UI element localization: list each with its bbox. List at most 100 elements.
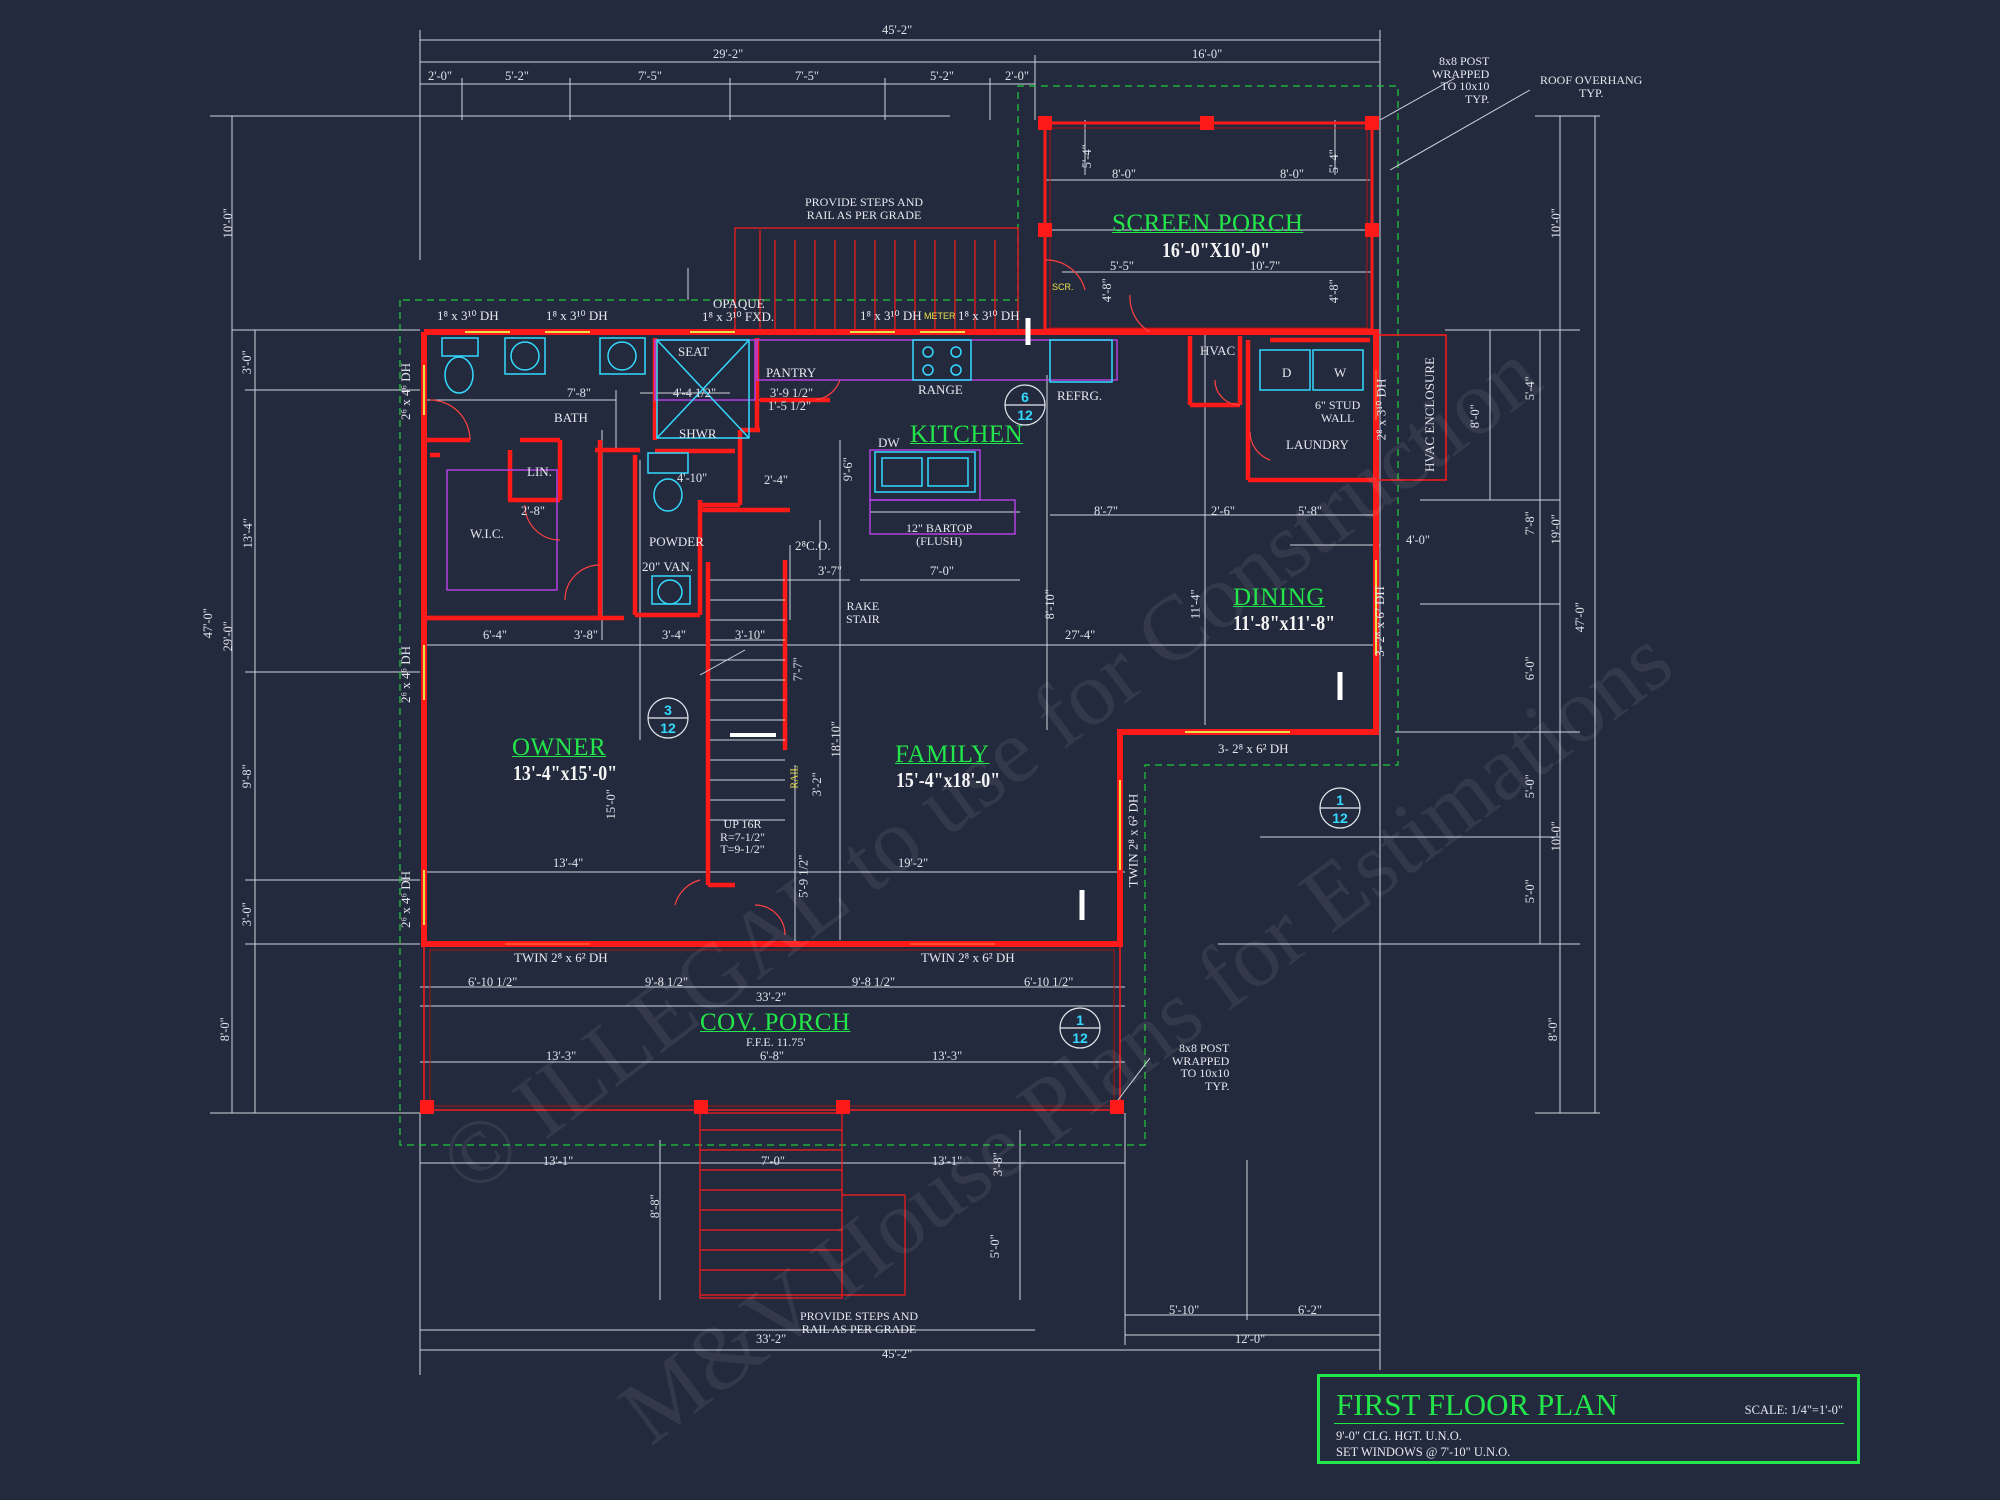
room-label-kitchen: KITCHEN <box>910 421 1024 448</box>
label-refrg: REFRG. <box>1057 388 1103 403</box>
screen-porch-posts <box>1038 116 1379 237</box>
label-lin: LIN. <box>527 464 552 479</box>
dim-int-19-2: 19'-2" <box>898 856 929 870</box>
room-label-owner: OWNER <box>512 734 607 761</box>
dim-bot-5-0: 5'-0" <box>987 1234 1002 1259</box>
section-bubbles <box>647 384 1361 1049</box>
dim-top-seg-5: 5'-2" <box>930 69 955 83</box>
room-size-owner: 13'-4"x15'-0" <box>513 761 618 785</box>
door-swings <box>429 259 1271 936</box>
stud-wall-line1: 6" STUD <box>1315 398 1361 412</box>
dim-top-seg-6: 2'-0" <box>1005 69 1030 83</box>
dim-int-8-7: 8'-7" <box>1094 504 1119 518</box>
dim-bot-3-8: 3'-8" <box>990 1152 1005 1177</box>
window-tag-three-dh: 3- 2⁸ x 6² DH <box>1218 741 1289 756</box>
dim-por-9-8-b: 9'-8 1/2" <box>852 975 896 989</box>
dim-int-3-10: 3'-10" <box>735 628 766 642</box>
dim-int-13-4: 13'-4" <box>553 856 584 870</box>
label-powder: POWDER <box>649 534 704 549</box>
label-pantry: PANTRY <box>766 365 817 380</box>
window-tag-right-dining: 3- 2⁸ x 6² DH <box>1371 586 1387 657</box>
window-tag-left-top: 2⁶ x 4⁶ DH <box>398 362 414 421</box>
dim-sp-8-0-b: 8'-0" <box>1280 167 1305 181</box>
bubble-3-bottom: 12 <box>660 720 676 736</box>
post-note-top-2: WRAPPED <box>1432 66 1490 81</box>
label-seat: SEAT <box>678 344 710 359</box>
stair-line2: R=7-1/2" <box>720 829 765 844</box>
dim-int-11-4: 11'-4" <box>1188 589 1203 620</box>
hvac-enclosure <box>1375 334 1447 481</box>
dim-right-19-0: 19'-0" <box>1548 514 1563 545</box>
dim-int-8-10: 8'-10" <box>1042 589 1057 620</box>
bubble-3-top: 3 <box>664 702 672 718</box>
window-tag-1: 1⁸ x 3¹⁰ DH <box>437 308 499 323</box>
label-meter: METER <box>924 311 956 321</box>
dim-por-9-8-a: 9'-8 1/2" <box>645 975 689 989</box>
steps-note-top-line1: PROVIDE STEPS AND <box>805 195 924 209</box>
dim-por-13-3-b: 13'-3" <box>932 1049 963 1063</box>
label-wic: W.I.C. <box>470 526 504 541</box>
rake-line1: RAKE <box>846 599 880 613</box>
window-tag-4: 1⁸ x 3¹⁰ DH <box>860 308 922 323</box>
label-dryer: D <box>1282 365 1292 380</box>
title-block: FIRST FLOOR PLAN SCALE: 1/4"=1'-0" 9'-0"… <box>1317 1374 1860 1464</box>
window-tag-twin-right: TWIN 2⁸ x 6² DH <box>921 950 1015 965</box>
room-size-family: 15'-4"x18'-0" <box>896 768 1001 792</box>
dim-int-7-7: 7'-7" <box>790 657 805 682</box>
rake-line2: STAIR <box>846 611 880 626</box>
dim-right-overall: 47'-0" <box>1572 602 1587 633</box>
dim-bot-13-1-a: 13'-1" <box>543 1154 574 1168</box>
dim-sp-10-7: 10'-7" <box>1250 259 1281 273</box>
post-note-bottom-3: TO 10x10 <box>1180 1066 1230 1081</box>
dim-right-10-0-b: 10'-0" <box>1548 821 1563 852</box>
window-tag-twin-east: TWIN 2⁸ x 6² DH <box>1125 793 1141 888</box>
dim-right-5-0-b: 5'-0" <box>1522 879 1537 904</box>
title-block-title: FIRST FLOOR PLAN <box>1336 1387 1618 1422</box>
dim-left-8-0: 8'-0" <box>217 1017 232 1042</box>
dim-top-seg-1: 2'-0" <box>428 69 453 83</box>
dim-por-6-8: 6'-8" <box>760 1049 785 1063</box>
dim-left-9-8: 9'-8" <box>239 764 254 789</box>
room-label-cov-porch: COV. PORCH <box>700 1009 851 1036</box>
post-note-top-4: TYP. <box>1465 91 1490 106</box>
post-note-bottom-1: 8x8 POST <box>1179 1041 1230 1055</box>
dim-right-5-4: 5'-4" <box>1522 376 1537 401</box>
bubble-6-bottom: 12 <box>1017 407 1033 423</box>
steps-note-top-line2: RAIL AS PER GRADE <box>806 207 922 222</box>
dim-int-4-4: 4'-4 1/2" <box>673 386 717 400</box>
dim-sp-5-5: 5'-5" <box>1110 259 1135 273</box>
dim-int-27-4: 27'-4" <box>1065 628 1096 642</box>
dim-int-18-10: 18'-10" <box>829 720 844 758</box>
top-steps <box>734 227 1019 331</box>
dim-left-10-0: 10'-0" <box>220 208 235 239</box>
label-dw: DW <box>878 435 900 450</box>
front-porch-posts <box>420 1100 1124 1114</box>
dim-int-3-9-a: 3'-9 1/2" <box>770 386 814 400</box>
bubble-6-top: 6 <box>1021 389 1029 405</box>
post-note-top-1: 8x8 POST <box>1439 54 1490 68</box>
window-tag-twin-left: TWIN 2⁸ x 6² DH <box>514 950 608 965</box>
title-block-note-windows: SET WINDOWS @ 7'-10" U.N.O. <box>1336 1445 1511 1459</box>
dim-top-porch: 16'-0" <box>1192 47 1223 61</box>
dim-right-8-0: 8'-0" <box>1545 1017 1560 1042</box>
dim-left-overall: 47'-0" <box>200 608 215 639</box>
dim-sp-5-4-a: 5'-4" <box>1079 144 1094 169</box>
dim-por-13-3-a: 13'-3" <box>546 1049 577 1063</box>
dim-por-6-10-a: 6'-10 1/2" <box>468 975 518 989</box>
dim-bot-45-2: 45'-2" <box>882 1347 913 1361</box>
dim-right-6-0: 6'-0" <box>1522 656 1537 681</box>
dim-bot-33-2: 33'-2" <box>756 1332 787 1346</box>
label-hvac-enclosure: HVAC ENCLOSURE <box>1421 357 1437 472</box>
dim-int-6-4: 6'-4" <box>483 628 508 642</box>
bubble-1a-top: 1 <box>1336 792 1344 808</box>
dim-bot-7-0: 7'-0" <box>761 1154 786 1168</box>
bubble-1a-bottom: 12 <box>1332 810 1348 826</box>
stair-line3: T=9-1/2" <box>720 842 765 857</box>
